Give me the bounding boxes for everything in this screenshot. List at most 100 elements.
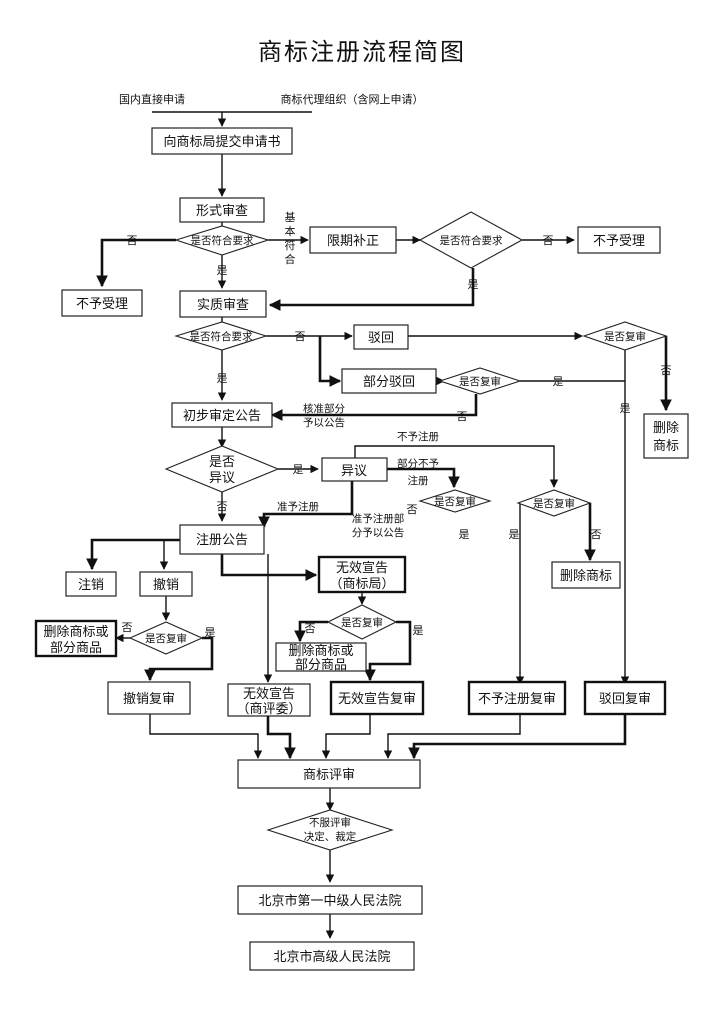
svg-text:无效宣告: 无效宣告 <box>336 560 388 576</box>
svg-text:是否符合要求: 是否符合要求 <box>190 330 253 343</box>
svg-text:删除商标或: 删除商标或 <box>288 644 353 659</box>
decision-substantive-check: 是否符合要求 <box>174 321 268 351</box>
connectors <box>86 111 672 939</box>
page-title: 商标注册流程简图 <box>258 38 466 66</box>
decision-review-opposition-right: 是否复审 <box>516 489 592 517</box>
label-no: 否 <box>407 503 418 516</box>
svg-text:是否: 是否 <box>209 455 235 470</box>
label-yes: 是 <box>413 624 424 637</box>
svg-text:删除商标: 删除商标 <box>560 569 612 584</box>
decision-review-invalid: 是否复审 <box>326 604 398 640</box>
svg-text:实质审查: 实质审查 <box>197 298 249 313</box>
svg-text:是否符合要求: 是否符合要求 <box>440 234 503 247</box>
label-yes: 是 <box>459 528 470 541</box>
label-basic-conform-3: 符 <box>285 239 296 252</box>
label-yes: 是 <box>509 528 520 541</box>
decision-opposition: 是否 异议 <box>164 445 280 493</box>
svg-text:决定、裁定: 决定、裁定 <box>304 830 357 843</box>
label-yes: 是 <box>620 402 631 415</box>
label-approve-reg: 准予注册 <box>277 500 319 513</box>
node-not-accepted-left: 不予受理 <box>61 289 143 317</box>
node-no-registration-review: 不予注册复审 <box>467 680 567 716</box>
source-domestic: 国内直接申请 <box>119 92 185 106</box>
node-invalid-review: 无效宣告复审 <box>329 680 425 716</box>
decision-review-revoke: 是否复审 <box>128 621 204 655</box>
node-opposition: 异议 <box>321 457 388 482</box>
node-invalid-office: 无效宣告 （商标局） <box>317 555 407 594</box>
svg-text:限期补正: 限期补正 <box>327 234 379 249</box>
node-delete-mark: 删除商标 <box>551 561 621 589</box>
decision-dissatisfied: 不服评审 决定、裁定 <box>266 809 394 851</box>
label-yes: 是 <box>205 626 216 639</box>
node-cancel: 注销 <box>65 571 117 597</box>
svg-text:商标评审: 商标评审 <box>303 768 355 783</box>
svg-text:删除: 删除 <box>653 421 679 436</box>
label-approve-partial-2: 予以公告 <box>303 416 345 429</box>
label-partial-no-reg-1: 部分不予 <box>397 457 439 470</box>
svg-text:是否复审: 是否复审 <box>341 616 383 629</box>
svg-text:北京市高级人民法院: 北京市高级人民法院 <box>273 949 390 965</box>
node-formal-review: 形式审查 <box>179 197 265 223</box>
svg-text:不服评审: 不服评审 <box>309 816 351 829</box>
node-invalid-board: 无效宣告 （商评委） <box>227 683 311 717</box>
label-no: 否 <box>591 528 602 541</box>
label-basic-conform-2: 本 <box>285 224 296 238</box>
label-no: 否 <box>295 330 306 343</box>
svg-text:形式审查: 形式审查 <box>196 204 248 219</box>
svg-text:部分商品: 部分商品 <box>295 658 347 673</box>
svg-text:驳回复审: 驳回复审 <box>599 692 651 707</box>
svg-text:不予受理: 不予受理 <box>593 234 645 249</box>
svg-text:撤销: 撤销 <box>153 577 179 593</box>
svg-text:部分商品: 部分商品 <box>50 641 102 656</box>
decision-review-partial: 是否复审 <box>438 367 522 395</box>
node-submit: 向商标局提交申请书 <box>151 127 293 155</box>
svg-text:北京市第一中级人民法院: 北京市第一中级人民法院 <box>258 893 401 909</box>
label-basic-conform-4: 合 <box>285 252 296 266</box>
label-yes: 是 <box>293 463 304 476</box>
decision-formal-check: 是否符合要求 <box>174 225 270 256</box>
label-basic-conform-1: 基 <box>285 211 296 224</box>
label-no: 否 <box>217 500 228 513</box>
svg-text:是否复审: 是否复审 <box>604 330 646 343</box>
label-no: 否 <box>127 234 138 247</box>
label-no: 否 <box>661 364 672 377</box>
label-yes: 是 <box>217 372 228 385</box>
node-substantive-review: 实质审查 <box>179 290 267 318</box>
svg-text:异议: 异议 <box>341 464 367 479</box>
node-tmrab-review: 商标评审 <box>237 759 421 789</box>
label-approve-reg-partial-2: 分予以公告 <box>352 526 405 539</box>
label-no: 否 <box>457 410 468 423</box>
node-revoke: 撤销 <box>139 571 193 597</box>
svg-text:是否复审: 是否复审 <box>434 495 476 508</box>
label-approve-reg-partial-1: 准予注册部 <box>352 512 405 525</box>
label-no: 否 <box>305 622 316 635</box>
svg-text:向商标局提交申请书: 向商标局提交申请书 <box>163 134 280 150</box>
svg-text:不予受理: 不予受理 <box>76 297 128 312</box>
node-preliminary-announcement: 初步审定公告 <box>171 402 273 428</box>
svg-text:注销: 注销 <box>78 578 104 593</box>
svg-text:驳回: 驳回 <box>368 331 394 346</box>
label-no: 否 <box>543 234 554 247</box>
svg-text:删除商标或: 删除商标或 <box>43 625 108 640</box>
label-yes: 是 <box>468 278 479 291</box>
edge-labels: 否 是 基 本 符 合 否 是 否 是 是 是 否 否 核准部分 予以公告 是 … <box>122 211 672 639</box>
svg-text:（商标局）: （商标局） <box>329 577 394 592</box>
node-partial-rejection: 部分驳回 <box>341 368 437 394</box>
label-no: 否 <box>122 621 133 634</box>
node-delete-goods-mid: 删除商标或 部分商品 <box>275 642 367 673</box>
node-court-intermediate: 北京市第一中级人民法院 <box>237 885 423 915</box>
decision-review-opposition-mid: 是否复审 <box>418 489 492 513</box>
svg-text:撤销复审: 撤销复审 <box>123 691 175 707</box>
node-rejection: 驳回 <box>353 324 409 350</box>
svg-text:是否复审: 是否复审 <box>145 632 187 645</box>
node-rejection-review: 驳回复审 <box>583 680 667 716</box>
node-revoke-review: 撤销复审 <box>107 681 191 715</box>
node-court-high: 北京市高级人民法院 <box>249 941 415 971</box>
svg-text:是否复审: 是否复审 <box>459 375 501 388</box>
label-yes: 是 <box>217 264 228 277</box>
decision-review-rejection: 是否复审 <box>582 321 668 351</box>
svg-text:部分驳回: 部分驳回 <box>363 375 415 390</box>
node-delete-goods-left: 删除商标或 部分商品 <box>34 619 118 658</box>
node-delete-mark-right: 删除 商标 <box>643 413 689 459</box>
